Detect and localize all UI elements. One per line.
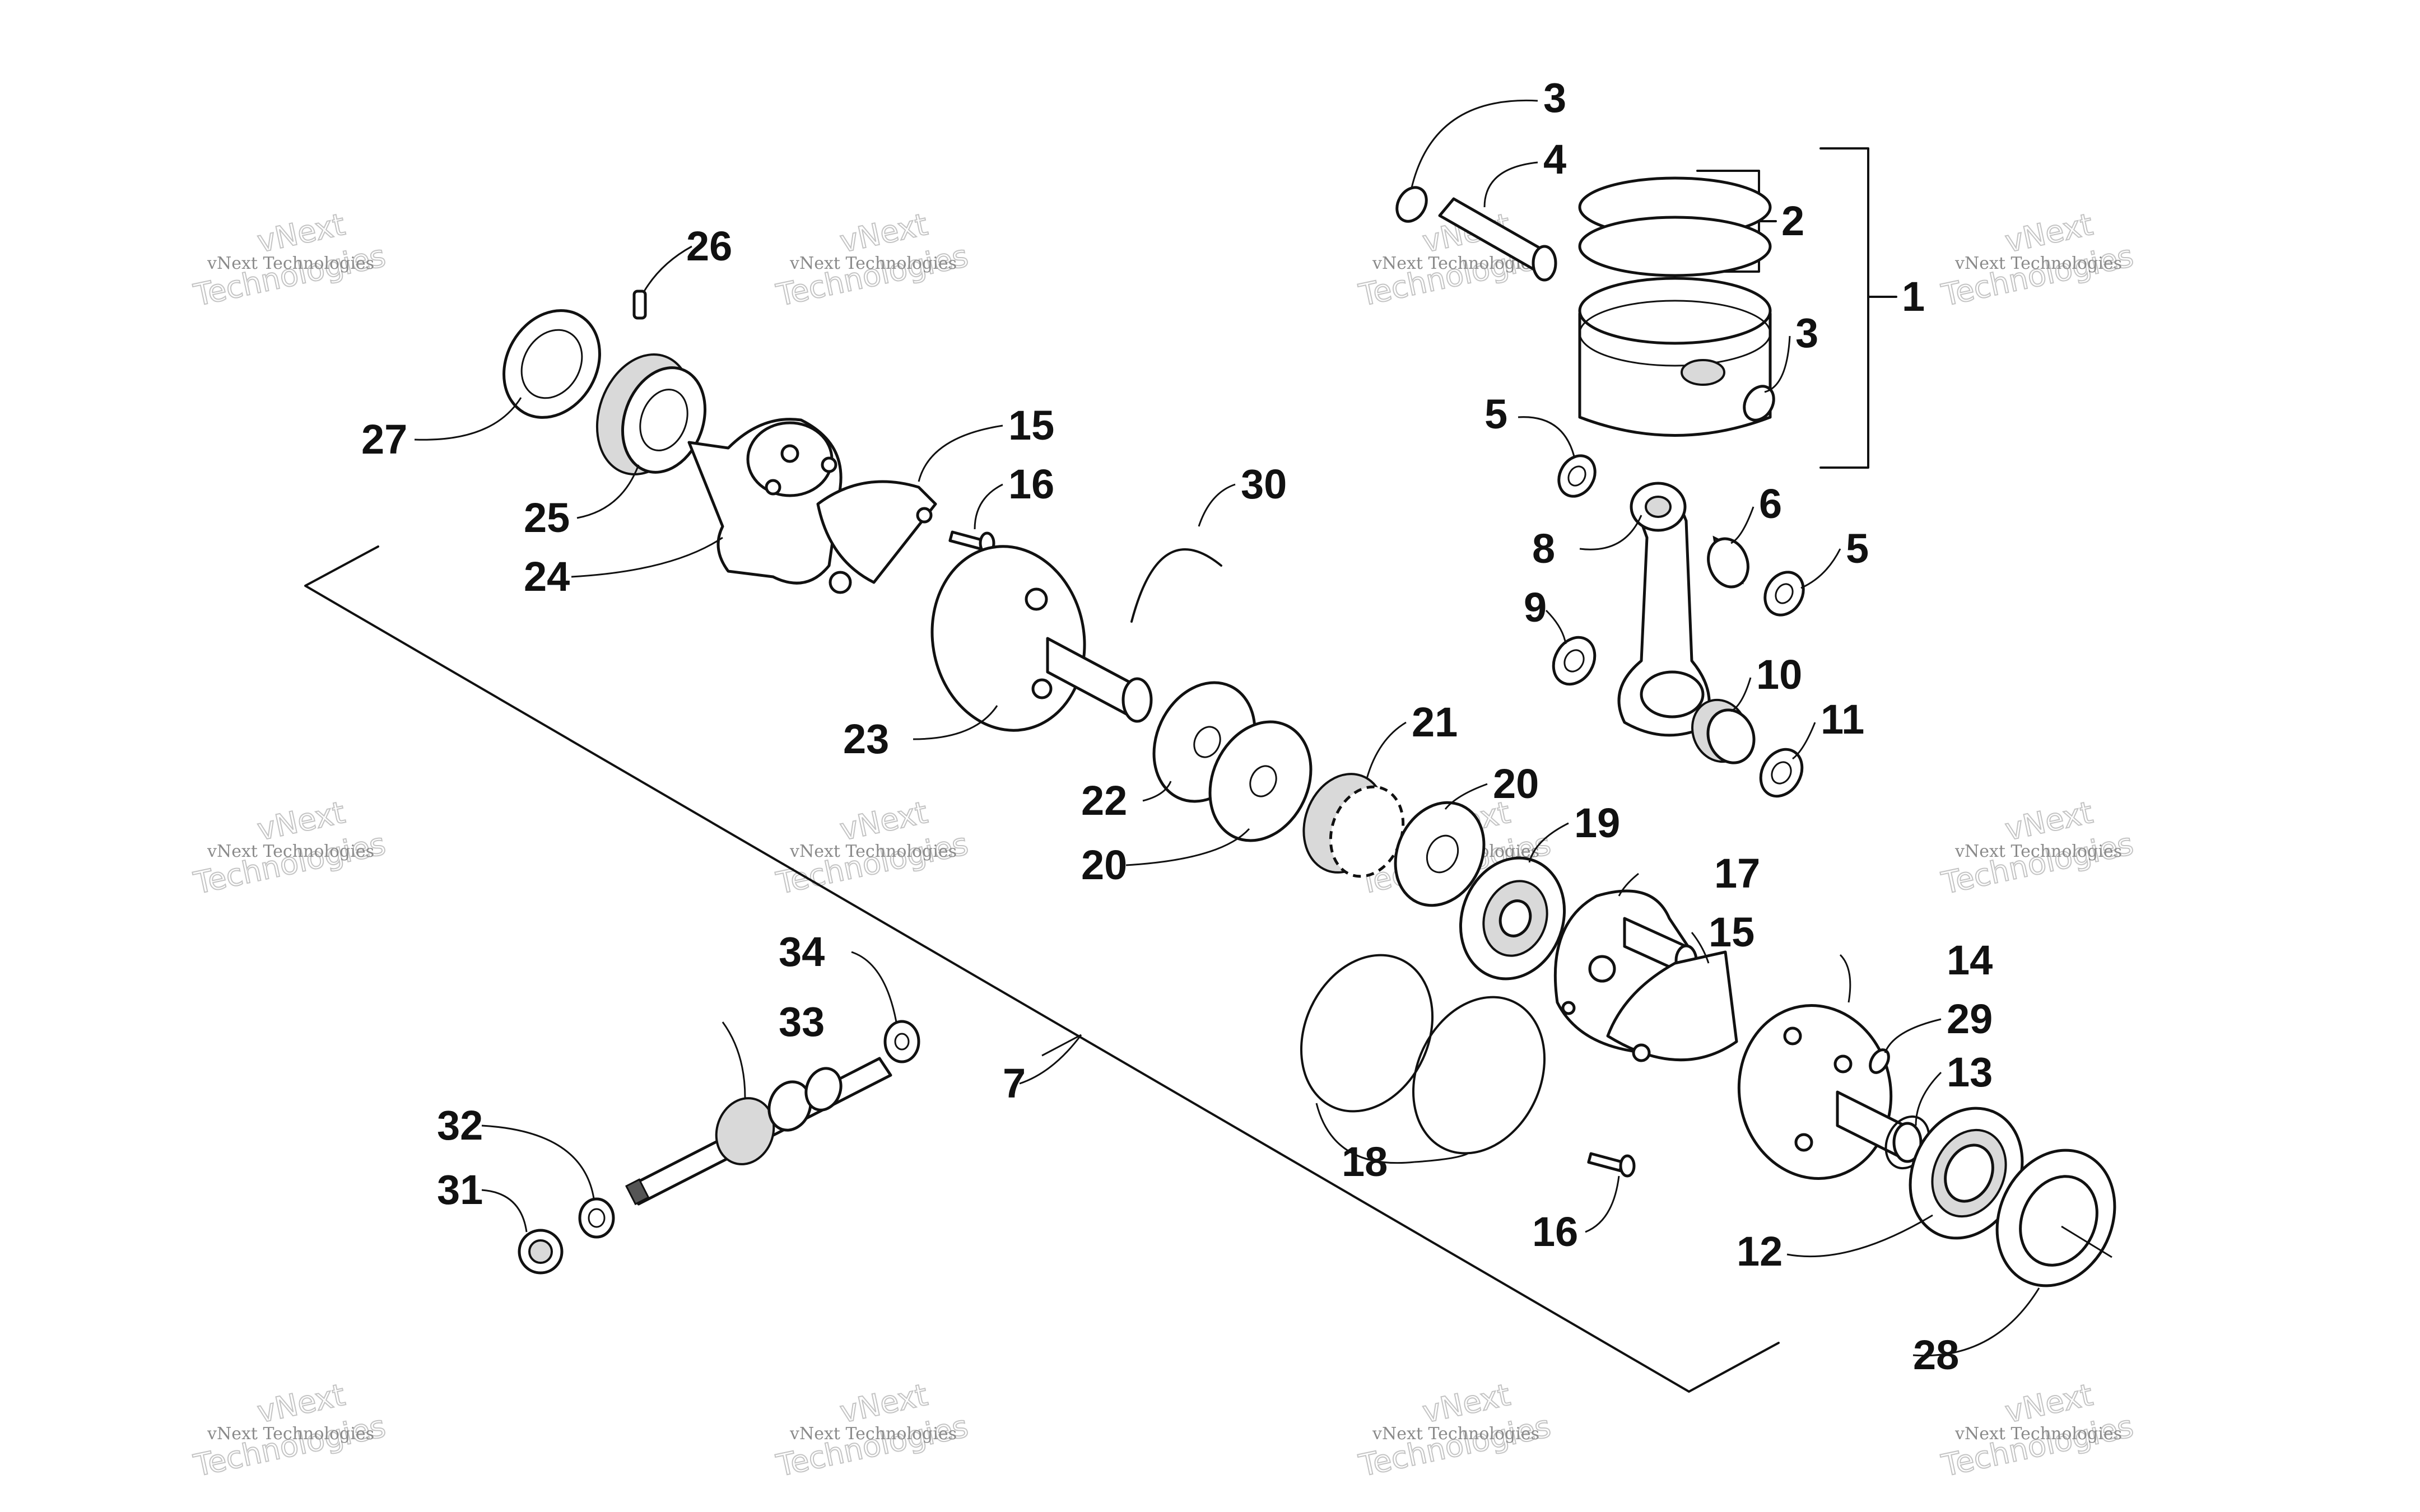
- snap-ring: [1130, 548, 1222, 623]
- part-label-5-right: 5: [1846, 525, 1869, 572]
- part-label-24: 24: [524, 553, 570, 600]
- part-label-33: 33: [779, 998, 825, 1045]
- watermark: Technologies vNext vNext Technologies: [772, 794, 971, 902]
- part-label-22: 22: [1081, 777, 1127, 824]
- part-label-1: 1: [1902, 273, 1925, 320]
- shim-washer-left: [1208, 720, 1313, 842]
- part-label-2: 2: [1781, 198, 1804, 244]
- part-label-5-left: 5: [1484, 391, 1507, 437]
- part-label-32: 32: [437, 1102, 483, 1149]
- part-label-18: 18: [1342, 1138, 1388, 1185]
- watermark-small: vNext Technologies: [207, 1424, 374, 1444]
- part-label-14: 14: [1947, 937, 1993, 983]
- watermark: Technologies vNext vNext Technologies: [772, 206, 971, 314]
- watermark: Technologies vNext vNext Technologies: [1938, 206, 2137, 314]
- watermark: Technologies vNext vNext Technologies: [1938, 794, 2137, 902]
- part-label-26: 26: [686, 223, 732, 269]
- part-label-6: 6: [1759, 480, 1782, 527]
- part-label-13: 13: [1947, 1049, 1993, 1095]
- watermark: Technologies vNext vNext Technologies: [1355, 1376, 1554, 1484]
- watermark-small: vNext Technologies: [789, 254, 957, 273]
- part-label-25: 25: [524, 494, 570, 541]
- balance-shaft-group: [518, 1020, 920, 1275]
- crankshaft-half-right: [1737, 1004, 1893, 1180]
- piston-group: [1395, 147, 1897, 469]
- circlip-left: [1395, 186, 1428, 223]
- watermark: Technologies vNext vNext Technologies: [1938, 1376, 2137, 1484]
- watermark-small: vNext Technologies: [1954, 254, 2122, 273]
- watermark-small: vNext Technologies: [1954, 1424, 2122, 1444]
- part-label-8: 8: [1532, 525, 1555, 572]
- circlip-right: [1743, 385, 1775, 422]
- part-label-17: 17: [1714, 850, 1760, 897]
- crankshaft-assembly-bracket: [304, 545, 1780, 1393]
- part-label-16-upper: 16: [1008, 461, 1054, 507]
- part-label-27: 27: [361, 416, 407, 463]
- watermark-small: vNext Technologies: [789, 842, 957, 861]
- part-label-12: 12: [1737, 1228, 1783, 1275]
- part-label-23: 23: [843, 716, 889, 762]
- watermark: Technologies vNext vNext Technologies: [190, 794, 389, 902]
- piston-ring-bottom: [1578, 216, 1772, 277]
- part-label-4: 4: [1543, 136, 1566, 183]
- part-label-10: 10: [1756, 651, 1802, 698]
- part-label-11: 11: [1821, 696, 1864, 743]
- part-label-20-left: 20: [1081, 842, 1127, 888]
- part-label-29: 29: [1947, 996, 1993, 1042]
- watermark-small: vNext Technologies: [207, 842, 374, 861]
- watermark-small: vNext Technologies: [1372, 1424, 1539, 1444]
- watermark: Technologies vNext vNext Technologies: [190, 1376, 389, 1484]
- part-label-34: 34: [779, 928, 825, 975]
- crank-bolt-upper: [948, 530, 985, 550]
- part-label-16-lower: 16: [1532, 1208, 1578, 1255]
- watermark-small: vNext Technologies: [207, 254, 374, 273]
- connecting-rod-group: [1552, 454, 1805, 798]
- crankshaft-left-group: [502, 290, 1222, 732]
- balance-shaft-washer: [883, 1020, 920, 1063]
- thrust-washer-lower: [1552, 636, 1597, 686]
- crank-counterweight: [930, 545, 1086, 732]
- watermark-small: vNext Technologies: [789, 1424, 957, 1444]
- part-label-20-right: 20: [1493, 760, 1539, 807]
- part-label-31: 31: [437, 1166, 483, 1213]
- crank-bolt-lower: [1587, 1152, 1624, 1172]
- part-label-9: 9: [1524, 584, 1547, 631]
- part-label-21: 21: [1412, 699, 1458, 745]
- dowel-pin: [632, 290, 647, 320]
- watermark: Technologies vNext vNext Technologies: [190, 206, 389, 314]
- crank-web-upper: [816, 480, 937, 584]
- crank-web-lower: [1606, 950, 1738, 1062]
- part-label-15-lower: 15: [1709, 909, 1755, 955]
- part-label-15-upper: 15: [1008, 402, 1054, 449]
- part-label-19: 19: [1574, 800, 1620, 846]
- crankshaft-right-group: [1300, 889, 2116, 1287]
- thrust-washer-11: [1759, 748, 1804, 798]
- part-label-28: 28: [1913, 1332, 1959, 1378]
- watermark-small: vNext Technologies: [1954, 842, 2122, 861]
- thrust-washer-right: [1763, 571, 1805, 617]
- leader-lines: [414, 99, 2040, 1357]
- balance-shaft-seal: [578, 1197, 615, 1239]
- piston-ring-18a: [1300, 954, 1434, 1113]
- watermarks: Technologies vNext vNext Technologies Te…: [190, 206, 2137, 1484]
- shim-washer-right: [1394, 801, 1486, 907]
- part-label-3-right: 3: [1795, 310, 1818, 356]
- thrust-washer-upper: [1557, 454, 1597, 498]
- watermark: Technologies vNext vNext Technologies: [772, 1376, 971, 1484]
- part-label-7: 7: [1003, 1060, 1026, 1107]
- part-label-30: 30: [1241, 461, 1287, 507]
- center-shaft-group: [1152, 681, 1566, 981]
- part-labels: 1 2 3 3 4 5 5 6 7 8 9 10 11 12 13 14 15 …: [361, 74, 1993, 1378]
- piston-ring-18b: [1412, 996, 1546, 1155]
- part-label-3-top: 3: [1543, 74, 1566, 121]
